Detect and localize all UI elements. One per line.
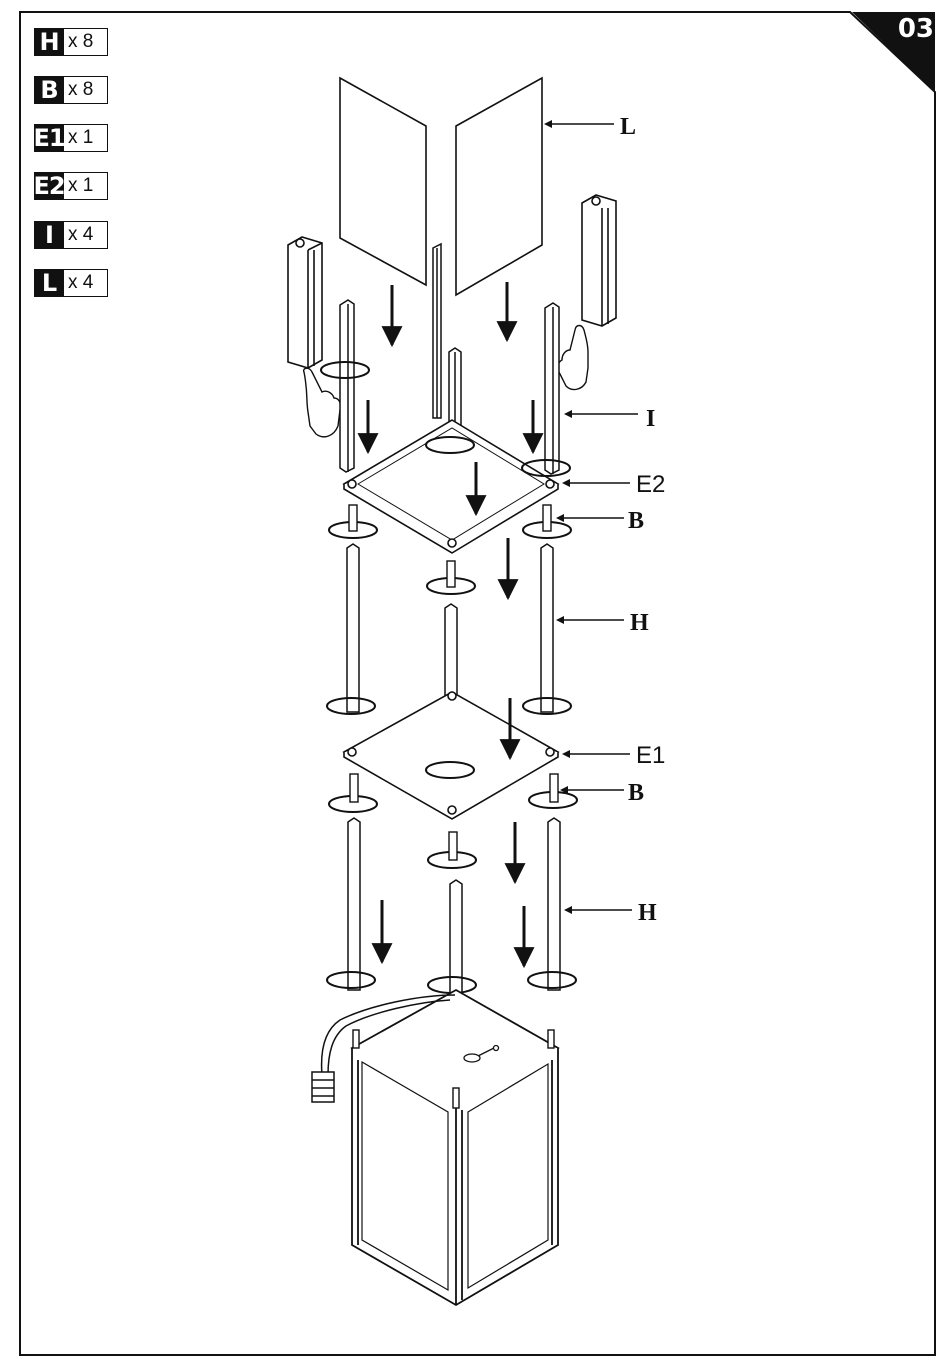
part-quantity: x 1 (64, 124, 108, 152)
part-letter: E1 (34, 124, 64, 152)
rail-center-back (433, 244, 441, 418)
parts-list-item-b: B x 8 (34, 76, 108, 104)
panel-l-left (340, 78, 426, 285)
part-quantity: x 1 (64, 172, 108, 200)
part-letter: H (34, 28, 64, 56)
hand-icon-left (304, 368, 341, 437)
callout-b-lower: B (628, 780, 644, 806)
base-box (352, 990, 558, 1305)
parts-list-item-i: I x 4 (34, 221, 108, 249)
parts-list-item-l: L x 4 (34, 269, 108, 297)
part-letter: E2 (34, 172, 64, 200)
parts-list-item-h: H x 8 (34, 28, 108, 56)
callout-h-lower: H (638, 900, 657, 926)
page-number: 03 (898, 14, 934, 44)
parts-list-item-e2: E2 x 1 (34, 172, 108, 200)
callout-l: L (620, 114, 636, 140)
part-quantity: x 4 (64, 221, 108, 249)
callout-b-upper: B (628, 508, 644, 534)
profile-left (288, 237, 322, 368)
part-letter: I (34, 221, 64, 249)
profile-right (582, 195, 616, 326)
parts-list-item-e1: E1 x 1 (34, 124, 108, 152)
plate-e1 (344, 692, 558, 819)
hand-icon-right (558, 326, 588, 390)
callout-e2: E2 (636, 471, 665, 498)
callout-e1: E1 (636, 742, 665, 769)
part-quantity: x 8 (64, 76, 108, 104)
part-quantity: x 8 (64, 28, 108, 56)
callout-i: I (646, 406, 655, 432)
panel-l-right (456, 78, 542, 295)
part-letter: B (34, 76, 64, 104)
callout-h-upper: H (630, 610, 649, 636)
rail-i-left (340, 300, 354, 472)
rail-i-right (545, 303, 559, 474)
part-letter: L (34, 269, 64, 297)
part-quantity: x 4 (64, 269, 108, 297)
